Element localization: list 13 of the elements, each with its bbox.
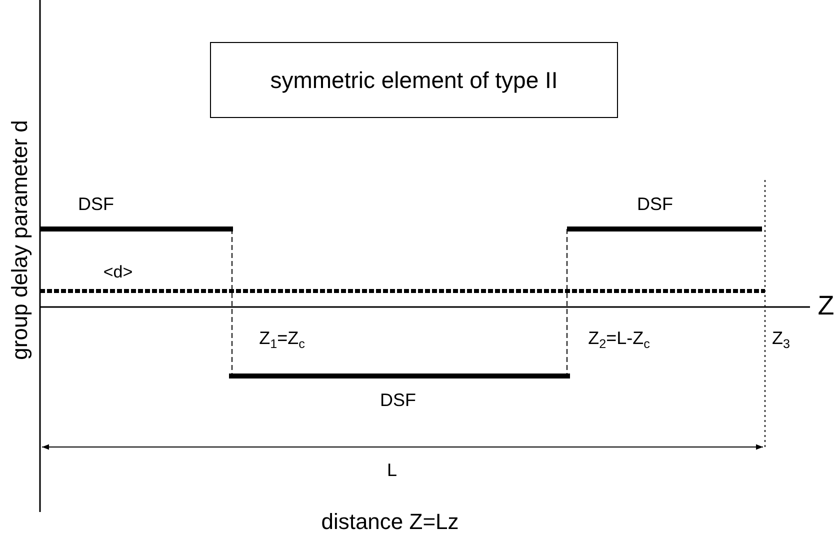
plot-label: DSF — [380, 391, 416, 409]
plot-label: L — [387, 461, 397, 479]
title-text: symmetric element of type II — [270, 66, 558, 94]
plot-label: Z$_{2}$=L-Z$_{c}$ — [588, 329, 650, 347]
plot-label: distance Z=Lz — [321, 511, 459, 533]
plot-label: DSF — [637, 195, 673, 213]
title-box — [210, 42, 618, 118]
axis-title: group delay parameter d — [9, 120, 31, 360]
plot-label: Z$_{3}$ — [772, 329, 790, 347]
plot-label: DSF — [78, 195, 114, 213]
plot-label: <d> — [103, 264, 133, 280]
plot-label: Z$_{1}$=Z$_{c}$ — [259, 329, 305, 347]
plot-label: Z — [818, 292, 834, 320]
